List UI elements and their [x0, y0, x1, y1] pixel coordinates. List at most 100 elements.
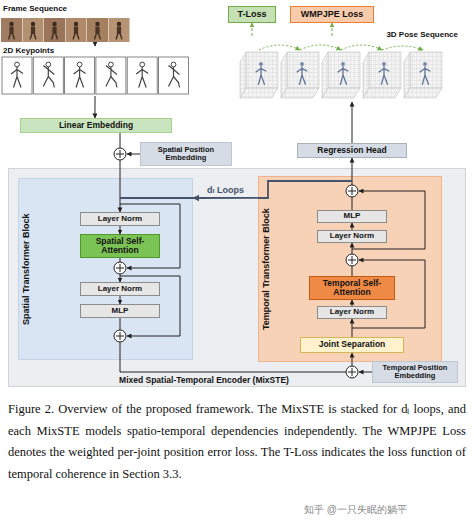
node-text: WMPJPE Loss	[299, 10, 366, 20]
figure-caption: Figure 2. Overview of the proposed frame…	[8, 399, 466, 485]
keypoint-frames	[2, 57, 189, 94]
attention-box: Spatial Self-Attention	[80, 234, 160, 258]
node-text: T-Loss	[235, 10, 268, 20]
connector-arrow	[352, 102, 353, 143]
node-text: Temporal Self-Attention	[310, 279, 394, 298]
add-symbol	[114, 262, 126, 274]
keypoint-frame	[2, 57, 32, 94]
node-text: Layer Norm	[328, 232, 376, 241]
layer-norm-box: Layer Norm	[317, 306, 387, 319]
keypoint-frame	[96, 57, 126, 94]
residual-wires	[120, 154, 425, 372]
node-text: Frame Sequence	[3, 5, 67, 14]
node-text: Linear Embedding	[57, 121, 135, 130]
person-figure	[9, 22, 15, 40]
add-symbol	[346, 185, 358, 197]
loss-box: WMPJPE Loss	[290, 6, 374, 23]
residual-wire	[352, 260, 425, 328]
pose-frame	[404, 52, 442, 98]
person-figure	[30, 22, 36, 40]
transformer-block: Spatial Transformer BlockLayer NormSpati…	[18, 178, 193, 360]
node-text: Layer Norm	[96, 215, 144, 224]
node-text: MLP	[342, 212, 363, 221]
node-text: Temporal Position Embedding	[373, 364, 457, 381]
connector-arrow	[352, 223, 353, 230]
node-text: Temporal Transformer Block	[262, 177, 272, 361]
residual-wire	[120, 204, 180, 268]
layer-norm-box: Layer Norm	[80, 212, 160, 226]
keypoint-frame	[159, 57, 189, 94]
video-frame	[109, 18, 130, 42]
residual-wire	[120, 276, 180, 336]
video-frame	[1, 18, 22, 42]
keypoint-frame	[127, 57, 157, 94]
connector-arrow	[94, 96, 95, 118]
keypoint-frame	[65, 57, 95, 94]
node-text: 3D Pose Sequence	[386, 31, 458, 40]
regression-head: Regression Head	[297, 143, 407, 158]
connector-arrow	[252, 23, 253, 36]
node-text: Mixed Spatial-Temporal Encoder (MixSTE)	[9, 376, 399, 385]
mlp-box: MLP	[80, 304, 160, 318]
add-symbol	[114, 330, 126, 342]
loop-wire	[258, 181, 352, 198]
keypoint-frame	[33, 57, 63, 94]
person-figure	[73, 22, 79, 40]
person-figure	[116, 22, 122, 40]
loss-box: T-Loss	[228, 6, 276, 23]
connector-arrow	[352, 300, 353, 306]
skeleton-figure	[74, 62, 86, 87]
loop-wires	[120, 181, 352, 198]
watermark: 知乎 @一只失眠的躺平	[304, 503, 407, 517]
pose-sequence: 3D Pose Sequence	[235, 36, 460, 102]
keypoint-strip: 2D Keypoints	[0, 46, 192, 96]
residual-wire	[352, 191, 425, 249]
add-symbols	[114, 148, 358, 378]
person-figure	[95, 22, 101, 40]
position-embedding-box: Temporal Position Embedding	[372, 361, 458, 383]
connector-arrow	[120, 226, 121, 234]
temporal-arc	[259, 45, 300, 50]
node-text: 2D Keypoints	[3, 47, 54, 56]
pose-frame	[240, 52, 278, 98]
connector-arrow	[120, 133, 121, 212]
skeleton-figure	[169, 62, 180, 87]
connector-arrow	[120, 318, 352, 372]
connector-arrow	[331, 23, 332, 36]
pose-frame	[322, 52, 360, 98]
video-frame	[23, 18, 44, 42]
node-text: Spatial Self-Attention	[81, 237, 159, 256]
encoder-frame: Mixed Spatial-Temporal Encoder (MixSTE) S…	[8, 168, 466, 387]
loop-wire	[120, 197, 193, 199]
temporal-arc	[300, 45, 341, 50]
transformer-block: Temporal Transformer BlockMLPLayer NormT…	[258, 176, 442, 362]
node-text: MLP	[110, 307, 131, 316]
frame-strip	[1, 18, 130, 42]
layer-norm-box: Layer Norm	[317, 230, 387, 243]
skeleton-figure	[106, 62, 117, 87]
node-text: Layer Norm	[328, 308, 376, 317]
video-frame	[87, 18, 108, 42]
temporal-arc	[341, 45, 382, 50]
add-symbol	[346, 254, 358, 266]
image-strip: Frame Sequence	[0, 4, 132, 42]
keypoint-figures	[11, 62, 180, 87]
pose-frame	[281, 52, 319, 98]
embedding-wire	[359, 372, 372, 373]
node-text: Regression Head	[315, 146, 388, 155]
embedding-wire	[127, 154, 140, 155]
node-text: Layer Norm	[96, 285, 144, 294]
position-embedding-box: Spatial Position Embedding	[140, 142, 232, 166]
separation-box: Joint Separation	[300, 337, 404, 353]
add-symbol	[114, 148, 126, 160]
skeleton-figure	[43, 62, 54, 87]
mlp-box: MLP	[317, 210, 387, 223]
pose-frame	[363, 52, 401, 98]
video-frame	[66, 18, 87, 42]
video-frame	[44, 18, 65, 42]
connector-arrow	[95, 42, 96, 46]
temporal-arc	[382, 46, 423, 50]
